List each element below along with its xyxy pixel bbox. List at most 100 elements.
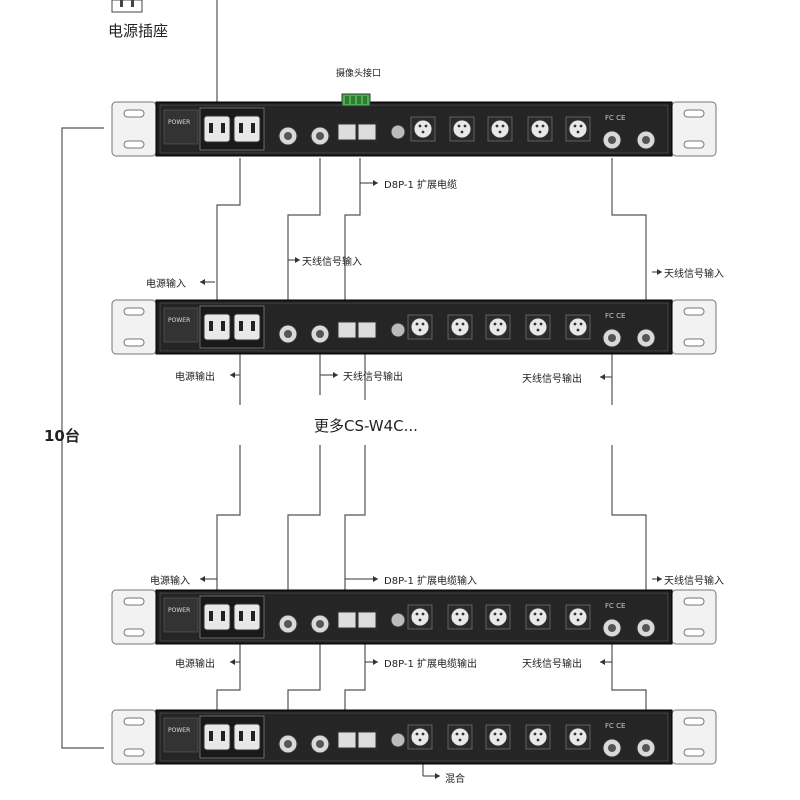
- xlr-pin: [415, 612, 419, 616]
- rack-ear-slot: [123, 748, 145, 757]
- xlr-pin: [573, 124, 577, 128]
- jack: [390, 732, 406, 748]
- antenna-out-label-1: 天线信号输出: [343, 372, 403, 383]
- spec-label: [163, 109, 199, 145]
- wire-antenna-right-2b: [611, 445, 647, 612]
- arrow-d8p-head: [373, 180, 378, 186]
- iec-pin: [209, 321, 213, 331]
- xlr-pin: [493, 612, 497, 616]
- antenna-in-label-1: 天线信号输入: [302, 257, 362, 268]
- iec-socket: [203, 115, 231, 143]
- xlr-pin: [421, 322, 425, 326]
- iec-pin: [251, 321, 255, 331]
- xlr-pin: [536, 328, 540, 332]
- iec-socket: [233, 603, 261, 631]
- xlr-pin: [576, 130, 580, 134]
- xlr-pin: [499, 322, 503, 326]
- more-units-label: 更多CS-W4C...: [314, 417, 418, 435]
- xlr-pin: [573, 322, 577, 326]
- iec-socket: [203, 603, 231, 631]
- xlr-jack: [488, 317, 508, 337]
- xlr-jack: [450, 317, 470, 337]
- iec-pin: [221, 731, 225, 741]
- antenna-out-label-right-1: 天线信号输出: [522, 374, 582, 385]
- power-outlet: [111, 0, 143, 13]
- bnc-core: [642, 744, 650, 752]
- iec-pin: [221, 123, 225, 133]
- xlr-jack: [450, 727, 470, 747]
- arrow-d8p-in-head: [373, 576, 378, 582]
- xlr-pin: [424, 124, 428, 128]
- bnc-core: [608, 624, 616, 632]
- iec-pin: [251, 123, 255, 133]
- wire-power-3: [216, 644, 241, 710]
- power-in-label-1: 电源输入: [146, 279, 186, 290]
- xlr-pin: [463, 124, 467, 128]
- bnc-core: [608, 334, 616, 342]
- xlr-pin: [461, 322, 465, 326]
- iec-pin: [209, 611, 213, 621]
- arrow-power-out-1-head: [230, 372, 235, 378]
- arrow-antenna-in-1-head: [295, 257, 300, 263]
- rack-ear-slot: [123, 338, 145, 347]
- wire-power-1: [216, 158, 241, 300]
- iec-socket: [233, 115, 261, 143]
- xlr-pin: [421, 732, 425, 736]
- fc-ce-text: FC CE: [605, 602, 625, 610]
- xlr-pin: [493, 732, 497, 736]
- xlr-pin: [498, 130, 502, 134]
- xlr-pin: [536, 738, 540, 742]
- power-outlet-pin: [131, 0, 134, 7]
- xlr-pin: [576, 328, 580, 332]
- rack-unit: POWER FC CE: [111, 93, 717, 157]
- xlr-pin: [541, 124, 545, 128]
- xlr-pin: [579, 732, 583, 736]
- xlr-jack: [528, 727, 548, 747]
- fc-ce-text: FC CE: [605, 114, 625, 122]
- xlr-pin: [499, 732, 503, 736]
- unit-count-label: 10台: [44, 427, 80, 445]
- brand-text: POWER: [168, 727, 190, 734]
- arrow-antenna-out-right-1-head: [600, 374, 605, 380]
- arrow-mix-head: [435, 773, 440, 779]
- xlr-pin: [418, 738, 422, 742]
- xlr-jack: [488, 607, 508, 627]
- iec-pin: [239, 611, 243, 621]
- spec-label: [163, 307, 199, 343]
- rack-ear-slot: [123, 307, 145, 316]
- wire-antenna-right-1: [611, 158, 647, 320]
- xlr-jack: [568, 119, 588, 139]
- terminal-pin: [357, 96, 361, 104]
- xlr-pin: [418, 328, 422, 332]
- xlr-jack: [568, 317, 588, 337]
- link-in-port: [337, 123, 357, 141]
- xlr-jack: [528, 607, 548, 627]
- xlr-pin: [496, 738, 500, 742]
- antenna-out-label-right-2: 天线信号输出: [522, 659, 582, 670]
- xlr-jack: [410, 607, 430, 627]
- xlr-pin: [421, 130, 425, 134]
- spec-label: [163, 717, 199, 753]
- jack: [390, 322, 406, 338]
- xlr-jack: [528, 317, 548, 337]
- link-out-port: [357, 731, 377, 749]
- iec-pin: [209, 731, 213, 741]
- xlr-pin: [533, 322, 537, 326]
- rack-ear-slot: [683, 338, 705, 347]
- xlr-jack: [530, 119, 550, 139]
- xlr-pin: [538, 130, 542, 134]
- link-in-port: [337, 611, 357, 629]
- bracket-10-units: [61, 127, 104, 749]
- xlr-pin: [455, 732, 459, 736]
- iec-pin: [221, 321, 225, 331]
- xlr-pin: [501, 124, 505, 128]
- xlr-pin: [539, 322, 543, 326]
- brand-text: POWER: [168, 119, 190, 126]
- xlr-pin: [461, 732, 465, 736]
- bnc-core: [316, 132, 324, 140]
- xlr-pin: [493, 322, 497, 326]
- xlr-jack: [490, 119, 510, 139]
